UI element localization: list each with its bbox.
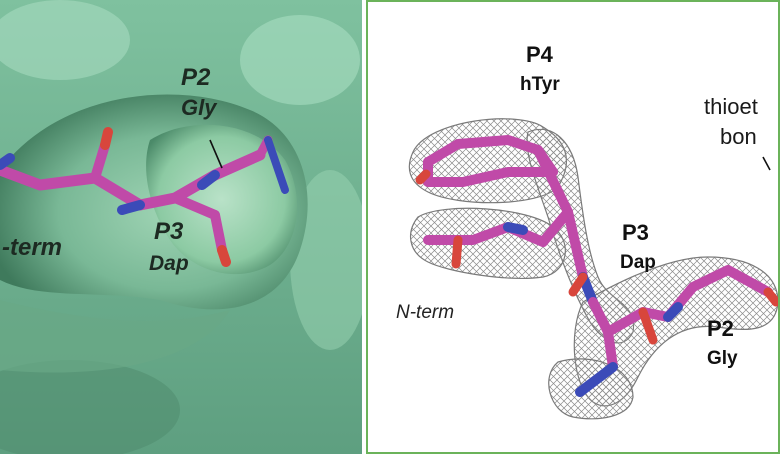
binding-pocket	[146, 124, 297, 275]
p2-pointer-line	[209, 139, 223, 169]
thioether-pointer-line	[762, 156, 771, 171]
surface-bump	[290, 170, 362, 350]
right-p3-label: P3	[622, 220, 649, 245]
left-p3-label: P3	[154, 218, 184, 245]
left-p3-residue: Dap	[149, 252, 189, 275]
surface-illustration	[0, 0, 362, 454]
right-p4-label: P4	[526, 42, 553, 67]
left-p2-label: P2	[181, 64, 211, 91]
surface-bump	[0, 0, 130, 80]
left-p2-residue: Gly	[181, 95, 217, 120]
surface-panel: P2 Gly P3 Dap -term	[0, 0, 362, 454]
surface-bump	[240, 15, 360, 105]
peptide-sticks	[0, 127, 289, 267]
right-nterm-label: N-term	[396, 302, 455, 323]
thioether-label-line2: bon	[720, 124, 757, 149]
right-p2-label: P2	[707, 316, 734, 341]
right-p3-residue: Dap	[620, 252, 656, 273]
peptide-sticks	[415, 135, 778, 397]
density-illustration	[408, 118, 778, 420]
right-p2-residue: Gly	[707, 348, 738, 369]
surface-ridge	[0, 300, 230, 373]
right-p4-residue: hTyr	[520, 74, 560, 95]
surface-shadow	[0, 360, 180, 454]
density-panel: P4 hTyr P3 Dap P2 Gly N-term thioet bon	[366, 0, 780, 454]
thioether-label-line1: thioet	[704, 94, 758, 119]
left-nterm-label: -term	[2, 234, 63, 261]
